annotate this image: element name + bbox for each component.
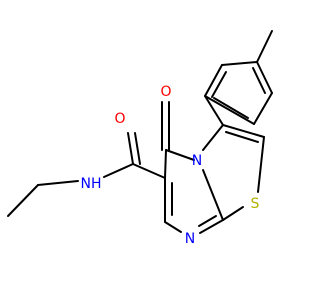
atom-sulfur: S <box>251 196 260 212</box>
bond-c-o-1 <box>127 132 134 165</box>
bond-c3-c2-1 <box>222 124 265 138</box>
atom-nitrogen-pyrimidine: N <box>185 231 195 247</box>
atom-oxygen-ring: O <box>160 84 171 100</box>
bond-ar3-ar4-inner <box>252 67 266 94</box>
bond-c-c6 <box>132 163 166 179</box>
bond-ch3-ch2 <box>7 184 39 217</box>
bond-ar2-ar3 <box>221 61 258 66</box>
bond-c7-n8 <box>164 221 182 233</box>
bond-nh-c <box>103 163 134 178</box>
bond-layer <box>7 30 273 234</box>
atom-nitrogen-ring: N <box>192 153 202 169</box>
bond-ch2-nh <box>37 180 79 186</box>
bond-n8-c8a-2 <box>198 215 217 227</box>
bond-c-o-2 <box>134 132 141 165</box>
bond-c3-ar1 <box>204 95 224 126</box>
bond-ar5-ar6-inner <box>213 97 249 119</box>
atom-nitrogen-amide: NH <box>81 176 102 192</box>
bond-c6-c5 <box>164 149 167 179</box>
bond-s-c8a <box>222 206 244 221</box>
bond-ar1-ar2 <box>204 64 223 97</box>
bond-c3-c2-2 <box>225 131 259 143</box>
bond-c2-s <box>257 136 265 193</box>
bond-n8-c8a-1 <box>199 219 224 234</box>
bond-ar1-ar2-inner <box>211 71 227 98</box>
bond-c8a-n4 <box>202 169 224 221</box>
bond-ar3-me <box>256 30 273 63</box>
bond-ar3-ar4 <box>256 61 273 94</box>
structure-diagram: O O NH N N S <box>7 30 273 247</box>
bond-ar5-ar6 <box>204 95 255 125</box>
molecule-canvas: O O NH N N S <box>7 30 273 247</box>
bond-ar4-ar5 <box>253 92 273 125</box>
bond-c5-n4 <box>165 149 195 161</box>
atom-label-layer: O O NH N N S <box>81 84 260 247</box>
bond-n4-c3 <box>202 124 224 151</box>
atom-oxygen-amide: O <box>114 111 125 127</box>
